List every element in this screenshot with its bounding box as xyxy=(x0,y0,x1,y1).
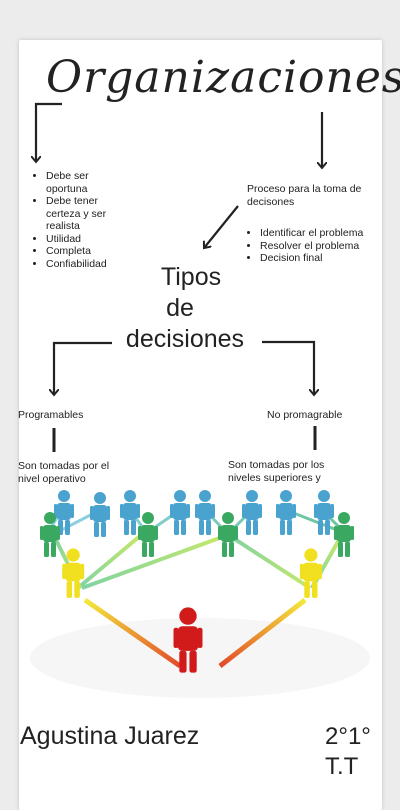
hierarchy-illustration xyxy=(30,490,370,698)
page-title: Organizaciones xyxy=(46,52,400,103)
qualities-list: Debe ser oportuna Debe tener certeza y s… xyxy=(32,170,122,270)
list-item: Decision final xyxy=(260,252,376,265)
process-steps: Identificar el problema Resolver el prob… xyxy=(246,227,376,265)
arrow-left-down xyxy=(36,102,62,162)
arrow-branch-left xyxy=(54,341,112,395)
grade-label: 2°1° T.T xyxy=(325,722,371,782)
list-item: Debe ser oportuna xyxy=(46,170,122,195)
programables-desc: Son tomadas por el nivel operativo xyxy=(18,460,110,485)
arrow-diagonal xyxy=(204,205,239,248)
center-line-1: Tipos xyxy=(160,263,222,291)
list-item: Resolver el problema xyxy=(260,240,376,253)
no-programables-desc: Son tomadas por los niveles superiores y xyxy=(228,459,325,484)
list-item: Utilidad xyxy=(46,233,122,246)
grade-line-2: T.T xyxy=(325,753,359,780)
list-item: Debe tener certeza y ser realista xyxy=(46,195,122,233)
list-item: Completa xyxy=(46,245,122,258)
no-programables-label: No promagrable xyxy=(267,409,343,421)
center-line-2: de xyxy=(166,294,194,322)
process-heading: Proceso para la toma de decisones xyxy=(247,183,362,208)
arrow-branch-right xyxy=(262,340,314,395)
programables-label: Programables xyxy=(18,409,84,421)
grade-line-1: 2°1° xyxy=(325,723,371,750)
center-heading: Tipos de decisiones xyxy=(110,262,260,355)
author-name: Agustina Juarez xyxy=(20,722,200,750)
center-line-3: decisiones xyxy=(125,325,245,353)
list-item: Confiabilidad xyxy=(46,258,122,271)
list-item: Identificar el problema xyxy=(260,227,376,240)
